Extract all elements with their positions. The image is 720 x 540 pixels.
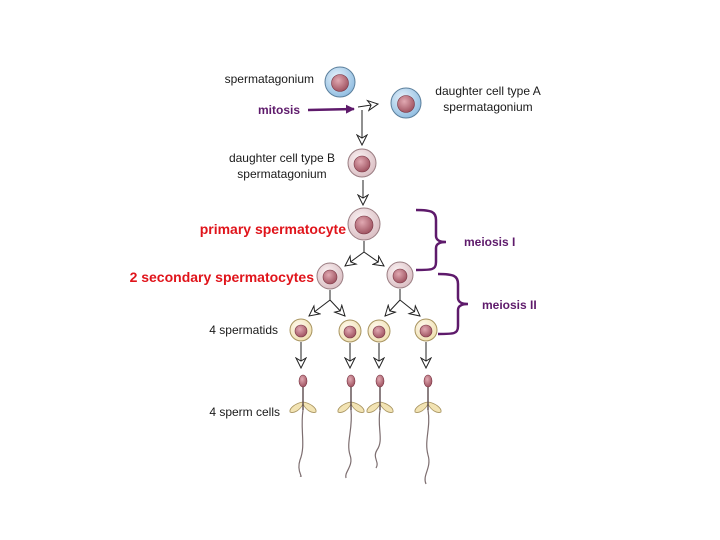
sperm-cell-1 bbox=[289, 374, 317, 477]
meiosis-2-bracket bbox=[437, 272, 469, 336]
spermatid-cell-2 bbox=[338, 319, 362, 343]
sperm-cell-4 bbox=[414, 374, 442, 485]
cell-division-arrows bbox=[301, 104, 426, 368]
daughter-a-label: daughter cell type A spermatagonium bbox=[428, 83, 548, 115]
daughter-a-cell bbox=[390, 87, 422, 119]
sperm-cell-2 bbox=[337, 374, 365, 479]
daughter-b-label-line1: daughter cell type B bbox=[228, 151, 336, 165]
spermatid-cell-4 bbox=[414, 318, 438, 342]
meiosis-2-label: meiosis II bbox=[482, 298, 537, 312]
secondary-spermatocyte-cell-right bbox=[386, 261, 414, 289]
meiosis-1-bracket bbox=[415, 208, 447, 272]
daughter-b-cell bbox=[347, 148, 377, 178]
spermatid-cell-1 bbox=[289, 318, 313, 342]
daughter-a-label-line2: spermatagonium bbox=[443, 100, 533, 114]
secondary-spermatocyte-cell-left bbox=[316, 262, 344, 290]
sperm-cells-label: 4 sperm cells bbox=[209, 405, 280, 419]
secondary-spermatocytes-label: 2 secondary spermatocytes bbox=[129, 269, 314, 285]
daughter-a-label-line1: daughter cell type A bbox=[435, 84, 541, 98]
spermatid-cell-3 bbox=[367, 319, 391, 343]
spermatids-label: 4 spermatids bbox=[209, 323, 278, 337]
meiosis-1-label: meiosis I bbox=[464, 235, 516, 249]
sperm-cell-3 bbox=[366, 374, 394, 469]
spermatagonium-label: spermatagonium bbox=[224, 72, 314, 86]
mitosis-arrow bbox=[307, 104, 355, 114]
primary-spermatocyte-label: primary spermatocyte bbox=[199, 221, 346, 237]
daughter-b-label-line2: spermatagonium bbox=[237, 167, 327, 181]
primary-spermatocyte-cell bbox=[347, 207, 381, 241]
daughter-b-label: daughter cell type B spermatagonium bbox=[222, 150, 342, 182]
mitosis-label: mitosis bbox=[257, 103, 300, 117]
spermatagonium-cell bbox=[324, 66, 356, 98]
